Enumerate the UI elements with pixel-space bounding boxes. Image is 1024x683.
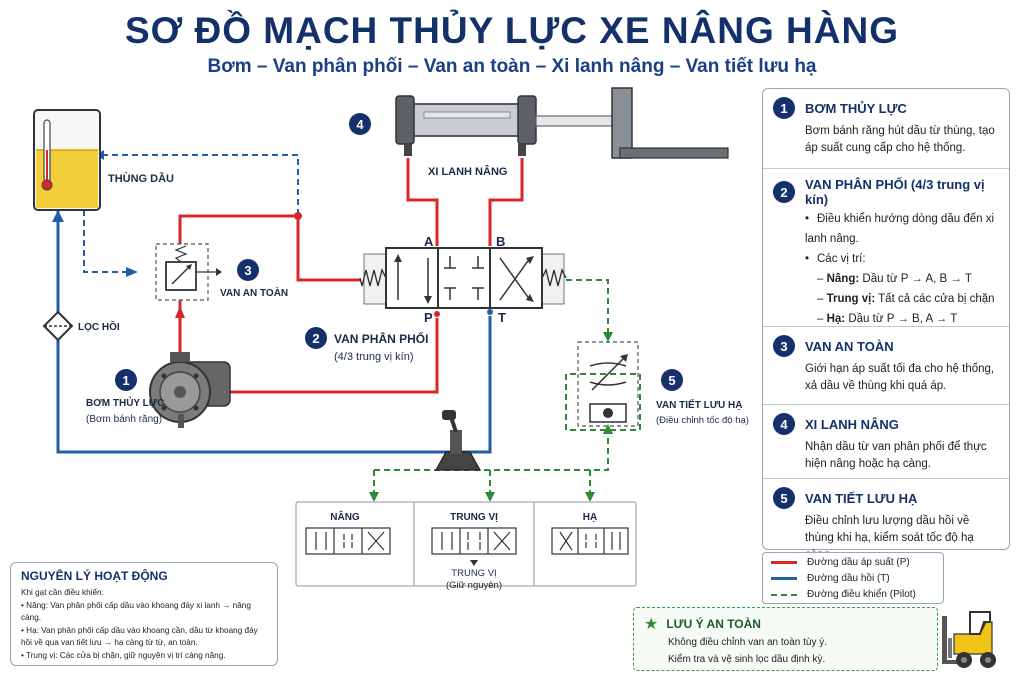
info-title-4: XI LANH NÂNG — [805, 416, 899, 432]
info-title-5: VAN TIẾT LƯU HẠ — [805, 490, 918, 506]
port-a: A — [424, 234, 434, 249]
safety-title: LƯU Ý AN TOÀN — [666, 617, 761, 631]
legend-pilot-label: Đường điều khiển (Pilot) — [807, 589, 916, 600]
principle-intro: Khi gạt cần điều khiển: — [21, 588, 104, 597]
info-section-cylinder: 4 XI LANH NÂNG Nhận dầu từ van phân phối … — [763, 405, 1009, 479]
info-number-5: 5 — [773, 487, 795, 509]
pump-arrow — [175, 306, 185, 318]
valve-label: VAN PHÂN PHỐI — [334, 331, 428, 346]
safety-line-2: Kiểm tra và vệ sinh lọc dầu định kỳ. — [668, 654, 826, 665]
filter-label: LỌC HỒI — [78, 320, 120, 333]
info-section-pump: 1 BƠM THỦY LỰC Bơm bánh răng hút dầu từ t… — [763, 89, 1009, 169]
cylinder-number — [349, 113, 371, 135]
position-lower-symbol — [551, 527, 629, 555]
directional-valve — [359, 247, 567, 317]
position-lift-label: NÂNG — [330, 510, 360, 523]
info-lower-key: Hạ: — [826, 313, 846, 325]
throttle-label: VAN TIẾT LƯU HẠ — [656, 398, 742, 411]
safety-note: ★ LƯU Ý AN TOÀN Không điều chỉnh van an t… — [633, 607, 938, 671]
page-subtitle: Bơm – Van phân phối – Van an toàn – Xi l… — [207, 56, 817, 77]
tank-label: THÙNG DẦU — [108, 172, 174, 185]
neutral-note-1: TRUNG VỊ — [451, 568, 496, 579]
legend-pressure: Đường dầu áp suất (P) — [771, 557, 910, 568]
info-lower-value: Dầu từ P → B, A → T — [848, 313, 958, 325]
position-neutral-symbol — [431, 527, 517, 555]
legend-return: Đường dầu hồi (T) — [771, 573, 890, 584]
info-number-4: 4 — [773, 413, 795, 435]
relief-valve — [155, 243, 222, 301]
port-b: B — [496, 234, 505, 249]
info-section-relief: 3 VAN AN TOÀN Giới hạn áp suất tối đa cho… — [763, 327, 1009, 405]
forklift-illustration — [942, 611, 996, 668]
info-text-4: Nhận dầu từ van phân phối để thực hiện n… — [805, 441, 987, 470]
throttle-number — [661, 369, 683, 391]
throttle-number-text: 5 — [668, 373, 675, 388]
cylinder-label: XI LANH NÂNG — [428, 165, 507, 178]
legend: Đường dầu áp suất (P) Đường dầu hồi (T) … — [762, 552, 944, 604]
junction-dot — [294, 212, 302, 220]
principle-line-2: Hạ: Van phân phối cấp dầu vào khoang cần… — [21, 625, 258, 648]
lift-cylinder — [395, 87, 729, 159]
oil-tank — [33, 109, 101, 211]
info-title-3: VAN AN TOÀN — [805, 338, 894, 354]
info-text-1: Bơm bánh răng hút dầu từ thùng, tạo áp s… — [805, 125, 995, 154]
valve-number — [305, 327, 327, 349]
drain-arrow-relief — [126, 267, 138, 277]
info-number-3: 3 — [773, 335, 795, 357]
principle-line-3: Trung vị: Các cửa bị chặn, giữ nguyên vị… — [26, 650, 226, 660]
legend-pilot: Đường điều khiển (Pilot) — [771, 589, 916, 600]
throttle-valve — [577, 341, 639, 427]
info-neutral-key: Trung vị: — [826, 293, 876, 305]
safety-line-1: Không điều chỉnh van an toàn tùy ý. — [668, 637, 828, 648]
info-number-1: 1 — [773, 97, 795, 119]
port-t: T — [498, 310, 506, 325]
pump-label: BƠM THỦY LỰC — [86, 396, 164, 409]
position-lift-symbol — [305, 527, 391, 555]
port-p: P — [424, 310, 433, 325]
info-lift-key: Nâng: — [826, 273, 860, 285]
return-filter — [42, 310, 74, 342]
legend-pressure-label: Đường dầu áp suất (P) — [807, 557, 910, 568]
info-valve-bullet-2: Các vị trí: — [817, 253, 866, 265]
info-valve-bullet-1: Điều khiển hướng dòng dầu đến xi lanh nâ… — [805, 213, 995, 245]
operating-principle-panel: NGUYÊN LÝ HOẠT ĐỘNG Khi gạt cần điều khi… — [10, 562, 278, 666]
control-lever[interactable] — [434, 410, 482, 471]
info-number-2: 2 — [773, 181, 795, 203]
info-text-3: Giới hạn áp suất tối đa cho hệ thống, xả… — [805, 363, 995, 392]
relief-drain-line — [83, 154, 299, 273]
info-lift-value: Dầu từ P → A, B → T — [862, 273, 972, 285]
relief-number-text: 3 — [244, 263, 251, 278]
page-title: SƠ ĐỒ MẠCH THỦY LỰC XE NÂNG HÀNG — [125, 10, 899, 51]
star-icon: ★ — [644, 616, 659, 633]
principle-line-1: Nâng: Van phân phối cấp dầu vào khoang đ… — [21, 600, 251, 623]
hydraulic-diagram: THÙNG DẦU LỌC HỒI 1 BƠM THỦY LỰC (Bơm bá… — [33, 87, 749, 587]
position-lower-label: HẠ — [583, 512, 597, 523]
valve-sublabel: (4/3 trung vị kín) — [334, 351, 413, 363]
position-neutral-label: TRUNG VỊ — [450, 512, 498, 523]
principle-title: NGUYÊN LÝ HOẠT ĐỘNG — [21, 569, 168, 583]
hydraulic-pump — [149, 352, 231, 428]
pilot-arrows — [369, 332, 613, 502]
info-title-1: BƠM THỦY LỰC — [805, 100, 907, 116]
return-arrow-tank — [52, 210, 64, 222]
relief-number — [237, 259, 259, 281]
pilot-lines — [373, 279, 641, 496]
relief-label: VAN AN TOÀN — [220, 286, 288, 299]
info-neutral-value: Tất cả các cửa bị chặn — [878, 293, 995, 305]
valve-number-text: 2 — [312, 331, 319, 346]
pump-number-text: 1 — [122, 373, 129, 388]
legend-return-label: Đường dầu hồi (T) — [807, 573, 890, 584]
pump-sublabel: (Bơm bánh răng) — [86, 414, 162, 425]
pump-number — [115, 369, 137, 391]
info-panel: 1 BƠM THỦY LỰC Bơm bánh răng hút dầu từ t… — [762, 88, 1010, 561]
cylinder-number-text: 4 — [356, 117, 364, 132]
neutral-note-2: (Giữ nguyên) — [446, 580, 502, 591]
throttle-sublabel: (Điều chỉnh tốc độ hạ) — [656, 415, 749, 426]
info-title-2: VAN PHÂN PHỐI (4/3 trung vị kín) — [805, 177, 985, 207]
neutral-indicator-arrow — [470, 560, 478, 566]
positions-panel — [295, 501, 637, 587]
